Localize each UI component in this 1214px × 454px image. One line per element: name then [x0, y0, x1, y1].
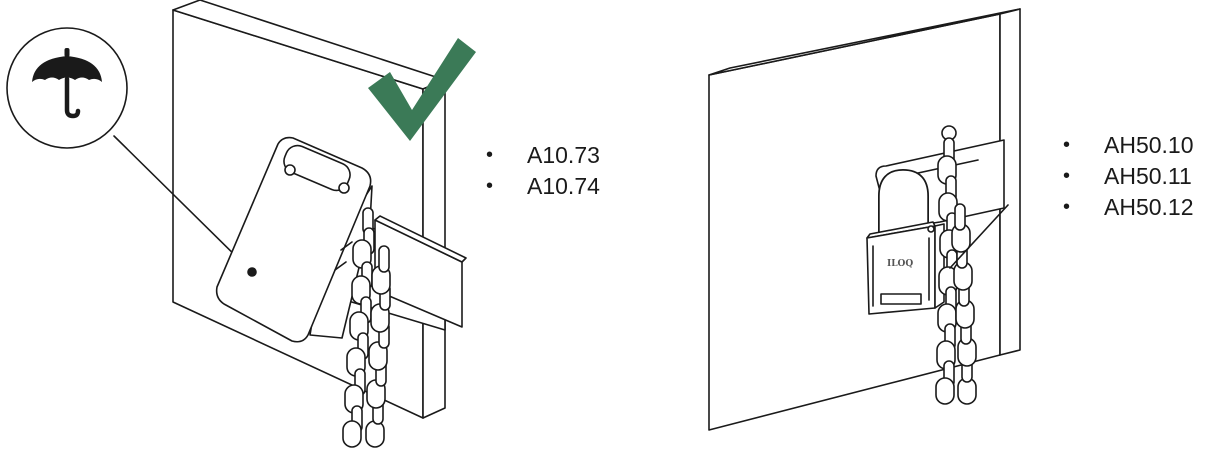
umbrella-icon	[32, 48, 102, 119]
model-item: AH50.12	[1054, 192, 1194, 223]
right-padlock	[866, 169, 954, 315]
left-model-list: A10.73 A10.74	[477, 140, 600, 202]
umbrella-callout-line	[113, 135, 253, 273]
right-callout-line	[949, 204, 1009, 269]
right-door-panel	[708, 8, 1021, 431]
right-model-list: AH50.10 AH50.11 AH50.12	[1054, 130, 1194, 223]
model-item: AH50.10	[1054, 130, 1194, 161]
checkmark-icon	[368, 38, 476, 141]
model-item: A10.74	[477, 171, 600, 202]
left-chain	[342, 207, 391, 448]
right-chain	[935, 125, 977, 405]
padlock-stamp-text: ILOQ	[887, 259, 913, 269]
model-item: AH50.11	[1054, 161, 1194, 192]
model-item: A10.73	[477, 140, 600, 171]
